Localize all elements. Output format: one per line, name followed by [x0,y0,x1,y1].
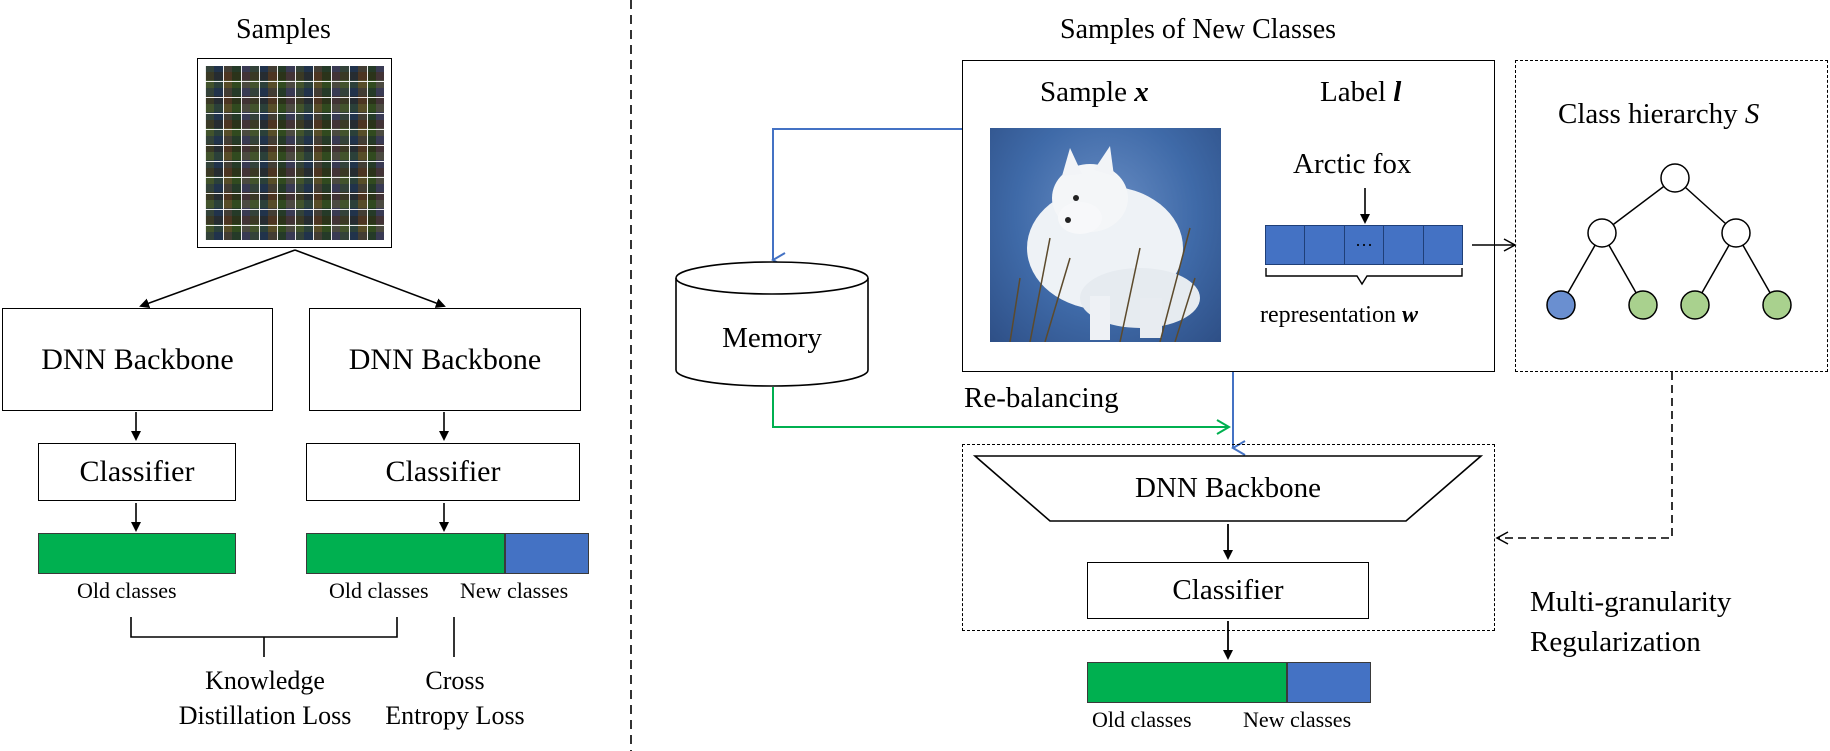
tree-leaf-node-green [1762,290,1792,320]
new-classes-label-right: New classes [460,578,569,603]
sample-x-heading: Sample x [1040,76,1149,109]
tree-leaf-node-green [1680,290,1710,320]
new-classes-label-right-panel: New classes [1243,707,1352,732]
output-bar-new-right [505,533,589,574]
class-hierarchy-text: Class hierarchy [1558,98,1738,130]
classifier-label-right-panel: Classifier [1172,574,1284,606]
output-bar-old-left [38,533,236,574]
samples-title-left: Samples [236,14,331,45]
samples-image-grid [197,58,392,248]
backbone-trapezoid [972,455,1484,522]
class-hierarchy-box [1515,60,1828,372]
memory-cylinder [675,261,869,387]
old-classes-label-left: Old classes [77,578,177,603]
dnn-backbone-label-right: DNN Backbone [348,342,542,376]
ce-loss-line1: Cross [425,666,485,695]
dnn-backbone-box-left: DNN Backbone [2,308,273,411]
vector-ellipsis: ··· [1355,234,1373,255]
classifier-label-left: Classifier [79,455,195,488]
sample-x-symbol: x [1134,76,1149,108]
label-l-text: Label [1320,76,1387,108]
output-bar-old-right-panel [1087,662,1287,703]
tree-root-node [1660,163,1690,193]
memory-label: Memory [722,322,822,354]
tree-mid-node [1587,218,1617,248]
arctic-fox-label: Arctic fox [1293,148,1412,180]
arrow-hierarchy-to-regularization [1495,372,1673,545]
class-hierarchy-symbol: S [1744,98,1760,130]
class-hierarchy-tree [1546,163,1792,320]
old-classes-label-right: Old classes [329,578,429,603]
arrow-sample-to-memory [771,128,962,268]
vector-cell [1384,226,1424,264]
vector-cell [1266,226,1306,264]
fox-illustration [1009,146,1200,342]
representation-w-label: representation w [1260,302,1418,329]
ce-loss-line2: Entropy Loss [385,701,525,730]
label-l-heading: Label l [1320,76,1401,109]
representation-brace [1265,268,1463,286]
multi-granularity-label: Multi-granularity Regularization [1530,582,1731,662]
arrow-samples-to-backbone-right [294,249,446,308]
vector-cell-ellipsis: ··· [1345,226,1385,264]
mg-line2: Regularization [1530,626,1701,658]
output-bar-old-right [306,533,505,574]
vector-cell [1305,226,1345,264]
tree-leaf-node-blue [1546,290,1576,320]
representation-symbol: w [1401,302,1418,328]
rebalancing-label: Re-balancing [964,382,1119,414]
class-hierarchy-heading: Class hierarchy S [1558,98,1759,131]
classifier-box-right: Classifier [306,443,580,501]
representation-text: representation [1260,302,1396,328]
representation-vector: ··· [1265,225,1463,265]
kd-loss-line2: Distillation Loss [178,701,352,730]
kd-loss-label: Knowledge Distillation Loss [160,663,370,733]
sample-x-text: Sample [1040,76,1127,108]
kd-loss-line1: Knowledge [205,666,325,695]
classifier-label-right: Classifier [385,455,501,488]
classifier-box-right-panel: Classifier [1087,562,1369,619]
tree-leaf-node-green [1628,290,1658,320]
tree-mid-node [1721,218,1751,248]
ce-loss-label: Cross Entropy Loss [370,663,540,733]
kd-loss-bracket [130,617,398,657]
arrow-samples-to-backbone-left [139,249,296,308]
dnn-backbone-box-right: DNN Backbone [309,308,581,411]
vector-cell [1424,226,1462,264]
label-l-symbol: l [1393,76,1402,108]
arctic-fox-image [990,128,1221,342]
sample-label-box [962,60,1495,372]
backbone-label-right-panel: DNN Backbone [1134,472,1322,504]
output-bar-new-right-panel [1287,662,1371,703]
arrow-rebalancing [772,387,1231,435]
classifier-box-left: Classifier [38,443,236,501]
regularization-box [962,444,1495,631]
old-classes-label-right-panel: Old classes [1092,707,1192,732]
dnn-backbone-label-left: DNN Backbone [41,342,234,376]
mg-line1: Multi-granularity [1530,586,1732,618]
samples-new-classes-title: Samples of New Classes [1060,14,1337,45]
